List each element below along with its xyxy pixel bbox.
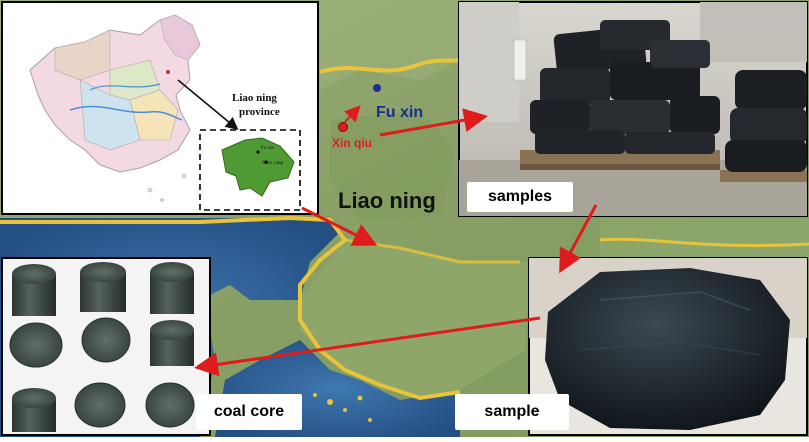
sample-label: sample [455,394,569,430]
samples-label: samples [467,182,573,212]
china-map-inset [1,1,319,215]
flow-arrows [194,108,598,377]
inset-city-shenyang: Shen yang [262,161,283,166]
coal-core-photo [1,257,211,436]
coal-sample-rock [545,268,790,430]
inset-city-fuxin: Fu xin [261,146,274,151]
city-label-fuxin: Fu xin [376,104,424,121]
samples-photo [458,1,808,217]
coal-core-label: coal core [196,394,302,430]
liaoning-province-shape [221,137,295,197]
coal-pile [530,20,807,172]
xinqiu-marker [338,122,348,132]
province-dashed-box [199,129,301,211]
city-label-xinqiu: Xin qiu [332,136,372,150]
province-caption-line1: Liao ning [232,92,277,104]
sample-photo [528,257,808,436]
province-caption-line2: province [239,106,280,118]
region-label-liaoning: Liao ning [338,188,436,213]
coal-cores [9,262,195,432]
fuxin-marker [373,84,381,92]
